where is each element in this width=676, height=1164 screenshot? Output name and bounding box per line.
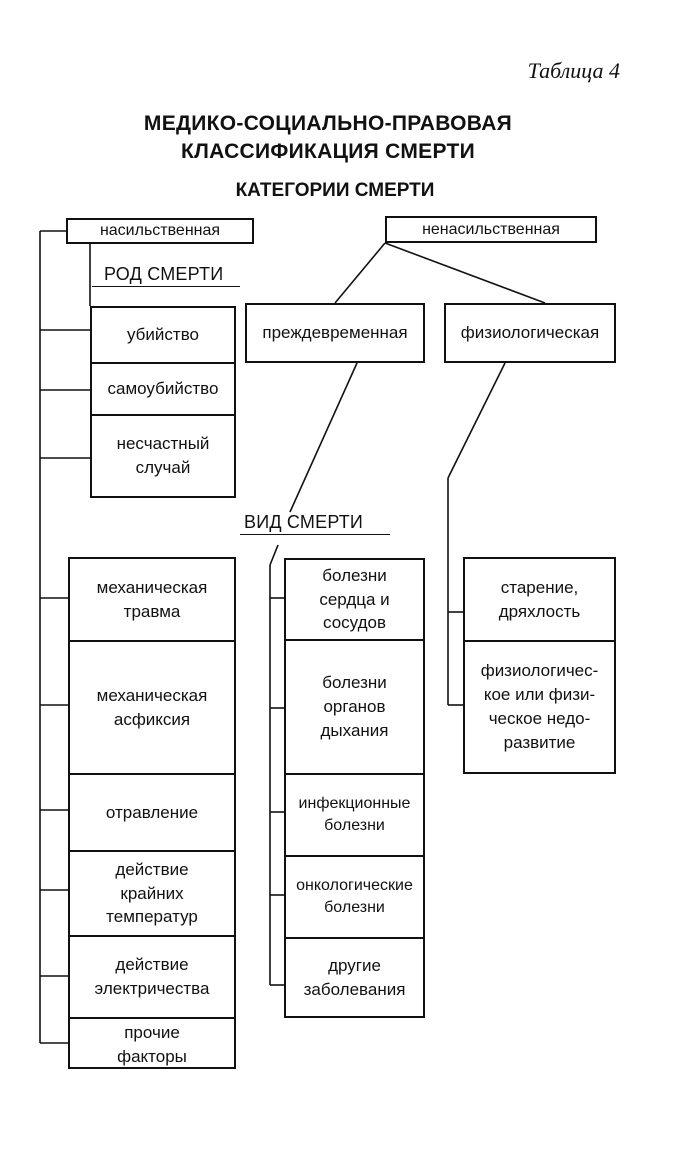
- premature-type-item: онкологические болезни: [286, 857, 423, 939]
- type-heading: ВИД СМЕРТИ: [244, 512, 364, 532]
- premature-type-item: инфекционные болезни: [286, 775, 423, 857]
- diagram-title-line1: МЕДИКО-СОЦИАЛЬНО-ПРАВОВАЯ: [143, 112, 513, 135]
- premature-type-item: другие заболевания: [303, 955, 406, 999]
- categories-heading: КАТЕГОРИИ СМЕРТИ: [235, 180, 435, 201]
- premature-type-item: болезни органов дыхания: [286, 641, 423, 775]
- violent-type-item: механическая асфиксия: [70, 642, 234, 775]
- premature-types-stack: болезни сердца и сосудов болезни органов…: [284, 558, 425, 1018]
- physiological-type-item: физиологичес-кое или физи-ческое недо-ра…: [480, 661, 599, 752]
- kind-item: самоубийство: [92, 364, 234, 416]
- violent-type-item: механическая травма: [70, 559, 234, 642]
- violent-type-item: отравление: [70, 775, 234, 852]
- violent-types-stack: механическая травма механическая асфикси…: [68, 557, 236, 1069]
- nonviolent-kind-physiological-box: физиологическая: [444, 303, 616, 363]
- diagram-title-line2: КЛАССИФИКАЦИЯ СМЕРТИ: [180, 140, 476, 163]
- violent-type-item: прочие факторы: [117, 1023, 187, 1066]
- physiological-type-item: старение, дряхлость: [465, 559, 614, 642]
- premature-type-item: болезни сердца и сосудов: [286, 560, 423, 641]
- violent-type-item: действие электричества: [70, 937, 234, 1019]
- kind-heading-underline: [92, 286, 240, 287]
- kind-stack: убийство самоубийство несчастный случай: [90, 306, 236, 498]
- violent-type-item: действие крайних температур: [70, 852, 234, 937]
- table-label: Таблица 4: [527, 58, 620, 83]
- kind-heading: РОД СМЕРТИ: [104, 264, 224, 284]
- category-violent-box: насильственная: [66, 218, 254, 244]
- nonviolent-kind-premature-box: преждевременная: [245, 303, 425, 363]
- physiological-types-stack: старение, дряхлость физиологичес-кое или…: [463, 557, 616, 774]
- type-heading-underline: [240, 534, 390, 535]
- kind-item: несчастный случай: [116, 434, 210, 477]
- category-nonviolent-box: ненасильственная: [385, 216, 597, 243]
- kind-item: убийство: [92, 308, 234, 364]
